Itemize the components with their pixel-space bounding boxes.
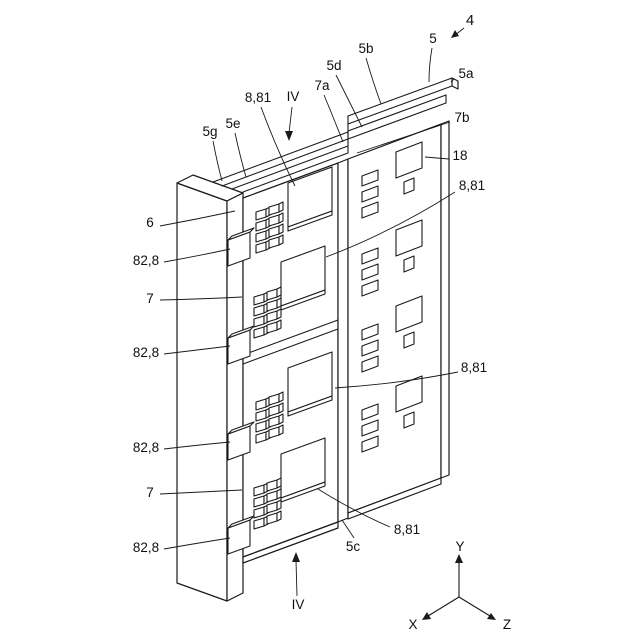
axis-label-x: X — [408, 617, 417, 632]
label-82-8-d: 82,8 — [133, 540, 159, 555]
label-5: 5 — [429, 31, 437, 46]
label-5b: 5b — [358, 41, 373, 56]
axis-label-z: Z — [503, 617, 511, 632]
axis-y-arrowhead — [455, 554, 463, 563]
leader-lines — [159, 27, 465, 550]
leader-6 — [159, 210, 236, 227]
reference-labels: 4 5 5b 5d 7a 5a 7b 18 8,81 5e 5g 8,81 6 … — [133, 12, 487, 555]
label-82-8-c: 82,8 — [133, 440, 159, 455]
leader-7-upper — [159, 296, 243, 301]
section-indicator-top: IV — [285, 89, 299, 141]
leader-8-81-right-upper — [325, 191, 456, 258]
label-7-lower: 7 — [146, 485, 154, 500]
leader-82-8-a — [163, 248, 231, 263]
module-divider — [242, 328, 339, 365]
right-board-bottom-edge — [347, 477, 442, 520]
leader-5b — [365, 57, 382, 105]
label-4: 4 — [466, 12, 474, 29]
label-7b: 7b — [454, 110, 469, 125]
cover-strip-edge — [242, 152, 349, 193]
label-8-81-right-mid: 8,81 — [461, 360, 487, 375]
leader-5d — [335, 74, 363, 128]
chip-1-edge — [287, 210, 333, 232]
label-82-8-a: 82,8 — [133, 253, 159, 268]
leader-5 — [428, 47, 433, 83]
leader-82-8-b — [163, 345, 231, 355]
label-8-81-top: 8,81 — [245, 90, 271, 105]
leader-82-8-c — [163, 441, 231, 450]
leader-8-81-top — [260, 106, 296, 187]
axis-label-y: Y — [455, 539, 464, 554]
leader-7-lower — [159, 489, 243, 495]
leader-5a — [450, 78, 455, 83]
leader-18 — [424, 156, 450, 160]
axis-indicator: Y X Z — [408, 539, 511, 632]
cover-bar-cap — [451, 77, 459, 90]
section-arrow-top-head — [285, 131, 293, 141]
cover-strip-edge — [212, 131, 349, 183]
leader-5e — [234, 132, 247, 178]
top-cover-strips — [212, 131, 349, 193]
chip-3-edge — [287, 395, 333, 417]
end-plate-side-face — [226, 192, 244, 602]
section-label-bottom: IV — [292, 597, 305, 612]
cover-strip-edge — [221, 138, 349, 187]
cover-bar-edge — [347, 94, 447, 132]
axis-z-arrowhead — [487, 613, 496, 620]
left-board-bottom-edge — [242, 521, 339, 564]
leader-4-arrowhead — [451, 30, 459, 38]
chips — [280, 166, 333, 503]
cover-bar-edge — [347, 102, 447, 140]
leader-5c — [341, 519, 355, 539]
end-plate-front-face — [176, 182, 228, 602]
label-8-81-right-upper: 8,81 — [459, 178, 485, 193]
axis-x-line — [427, 596, 460, 617]
leader-8-81-bottom — [317, 488, 391, 528]
end-plate — [176, 174, 244, 602]
leader-7b — [356, 121, 451, 154]
label-8-81-bottom: 8,81 — [394, 522, 420, 537]
label-82-8-b: 82,8 — [133, 345, 159, 360]
label-5c: 5c — [346, 539, 361, 554]
axis-z-line — [458, 596, 491, 617]
cover-strip-edge — [231, 145, 349, 190]
leader-82-8-d — [163, 537, 231, 550]
section-arrow-top-line — [288, 106, 293, 134]
label-5e: 5e — [225, 116, 240, 131]
leader-8-81-right-mid — [334, 371, 459, 389]
board-gap-strip — [337, 158, 349, 523]
section-indicator-bottom: IV — [292, 552, 305, 612]
label-5d: 5d — [326, 58, 341, 73]
label-7a: 7a — [314, 78, 330, 93]
cover-bar-edge — [347, 85, 453, 125]
section-arrow-bottom-line — [295, 559, 298, 597]
section-label-top: IV — [287, 89, 300, 104]
label-18: 18 — [452, 148, 467, 163]
right-board-side-edge — [440, 120, 450, 479]
label-5a: 5a — [458, 66, 474, 81]
module-divider — [242, 319, 339, 356]
section-arrow-bottom-head — [292, 552, 300, 562]
rear-cover-bars — [347, 77, 459, 140]
axis-x-arrowhead — [422, 612, 431, 620]
label-7-upper: 7 — [146, 291, 154, 306]
label-5g: 5g — [202, 124, 217, 139]
leader-7a — [323, 94, 344, 143]
cover-bar-edge — [347, 77, 453, 117]
leader-5g — [212, 140, 223, 182]
label-6: 6 — [146, 215, 154, 230]
